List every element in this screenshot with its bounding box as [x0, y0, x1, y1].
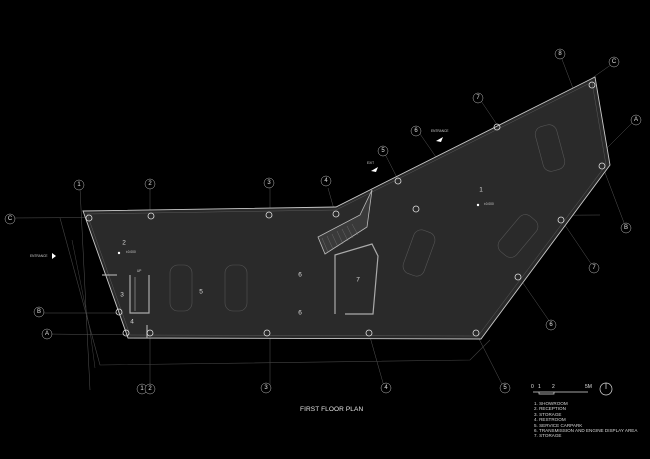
- svg-text:2: 2: [122, 240, 126, 247]
- svg-text:B: B: [624, 225, 628, 231]
- svg-text:6: 6: [414, 128, 418, 134]
- legend-item: 1. SHOWROOM: [534, 401, 568, 406]
- svg-text:C: C: [8, 216, 13, 222]
- svg-text:ENTRANCE: ENTRANCE: [431, 129, 449, 133]
- drawing-title: FIRST FLOOR PLAN: [300, 406, 364, 413]
- svg-text:6: 6: [298, 272, 302, 279]
- legend-item: 3. STORAGE: [534, 411, 562, 417]
- svg-text:5: 5: [199, 289, 203, 296]
- svg-text:7: 7: [476, 95, 480, 101]
- column-markers: [85, 81, 606, 337]
- entrance-arrow-icon: [436, 137, 443, 142]
- svg-text:1: 1: [140, 386, 144, 392]
- svg-text:ENTRANCE: ENTRANCE: [30, 254, 48, 258]
- svg-text:8: 8: [558, 51, 562, 57]
- annotations: ENTRANCE ENTRANCE EXIT ±0.000 ±0.000 UP: [30, 129, 494, 273]
- legend-item: 5. SERVICE CARPARK: [534, 422, 583, 428]
- axis-bubbles: 1 2 3 4 5 6 7 8 1 2 3 4 5 6 7 C B A C A …: [4, 48, 642, 395]
- svg-text:±0.000: ±0.000: [126, 250, 136, 254]
- legend-item: 4. RESTROOM: [534, 417, 566, 423]
- main-stair: [317, 189, 373, 255]
- entrance-arrow-icon: [52, 253, 56, 259]
- scale-tick-0: 0: [531, 384, 534, 390]
- scale-tick-2: 2: [552, 384, 555, 390]
- room-numbers: 1 2 3 4 5 6 6 7: [120, 187, 483, 326]
- svg-text:A: A: [45, 331, 49, 337]
- legend-item: 6. TRANSMISSION AND ENGINE DISPLAY AREA: [534, 428, 638, 434]
- svg-text:B: B: [37, 309, 41, 315]
- scale-tick-1: 1: [538, 384, 541, 390]
- exit-arrow-icon: [371, 167, 378, 172]
- legend-item: 7. STORAGE: [534, 433, 562, 439]
- scale-tick-5m: 5M: [585, 384, 592, 390]
- svg-text:2: 2: [148, 181, 152, 187]
- svg-text:6: 6: [549, 322, 553, 328]
- north-arrow-icon: [599, 382, 613, 396]
- svg-text:EXIT: EXIT: [367, 161, 374, 165]
- svg-text:3: 3: [267, 180, 271, 186]
- svg-text:C: C: [612, 59, 617, 65]
- scale-bar: [533, 391, 588, 395]
- svg-text:4: 4: [384, 385, 388, 391]
- svg-text:UP: UP: [137, 269, 141, 273]
- svg-text:1: 1: [479, 187, 483, 194]
- svg-text:2: 2: [148, 386, 152, 392]
- car-outlines: [169, 124, 566, 312]
- svg-text:4: 4: [130, 319, 134, 326]
- floor-slab: [82, 76, 611, 340]
- room-legend: 1. SHOWROOM 2. RECEPTION 3. STORAGE 4. R…: [534, 401, 637, 439]
- svg-text:7: 7: [356, 277, 360, 284]
- svg-text:A: A: [634, 117, 638, 123]
- svg-text:6: 6: [298, 310, 302, 317]
- svg-text:1: 1: [77, 182, 81, 188]
- svg-text:3: 3: [264, 385, 268, 391]
- svg-text:7: 7: [592, 265, 596, 271]
- svg-text:5: 5: [381, 148, 385, 154]
- svg-text:5: 5: [503, 385, 507, 391]
- svg-text:4: 4: [324, 178, 328, 184]
- svg-text:3: 3: [120, 292, 124, 299]
- legend-item: 2. RECEPTION: [534, 406, 566, 412]
- svg-text:±0.000: ±0.000: [484, 202, 494, 206]
- storage-7-walls: [334, 243, 379, 315]
